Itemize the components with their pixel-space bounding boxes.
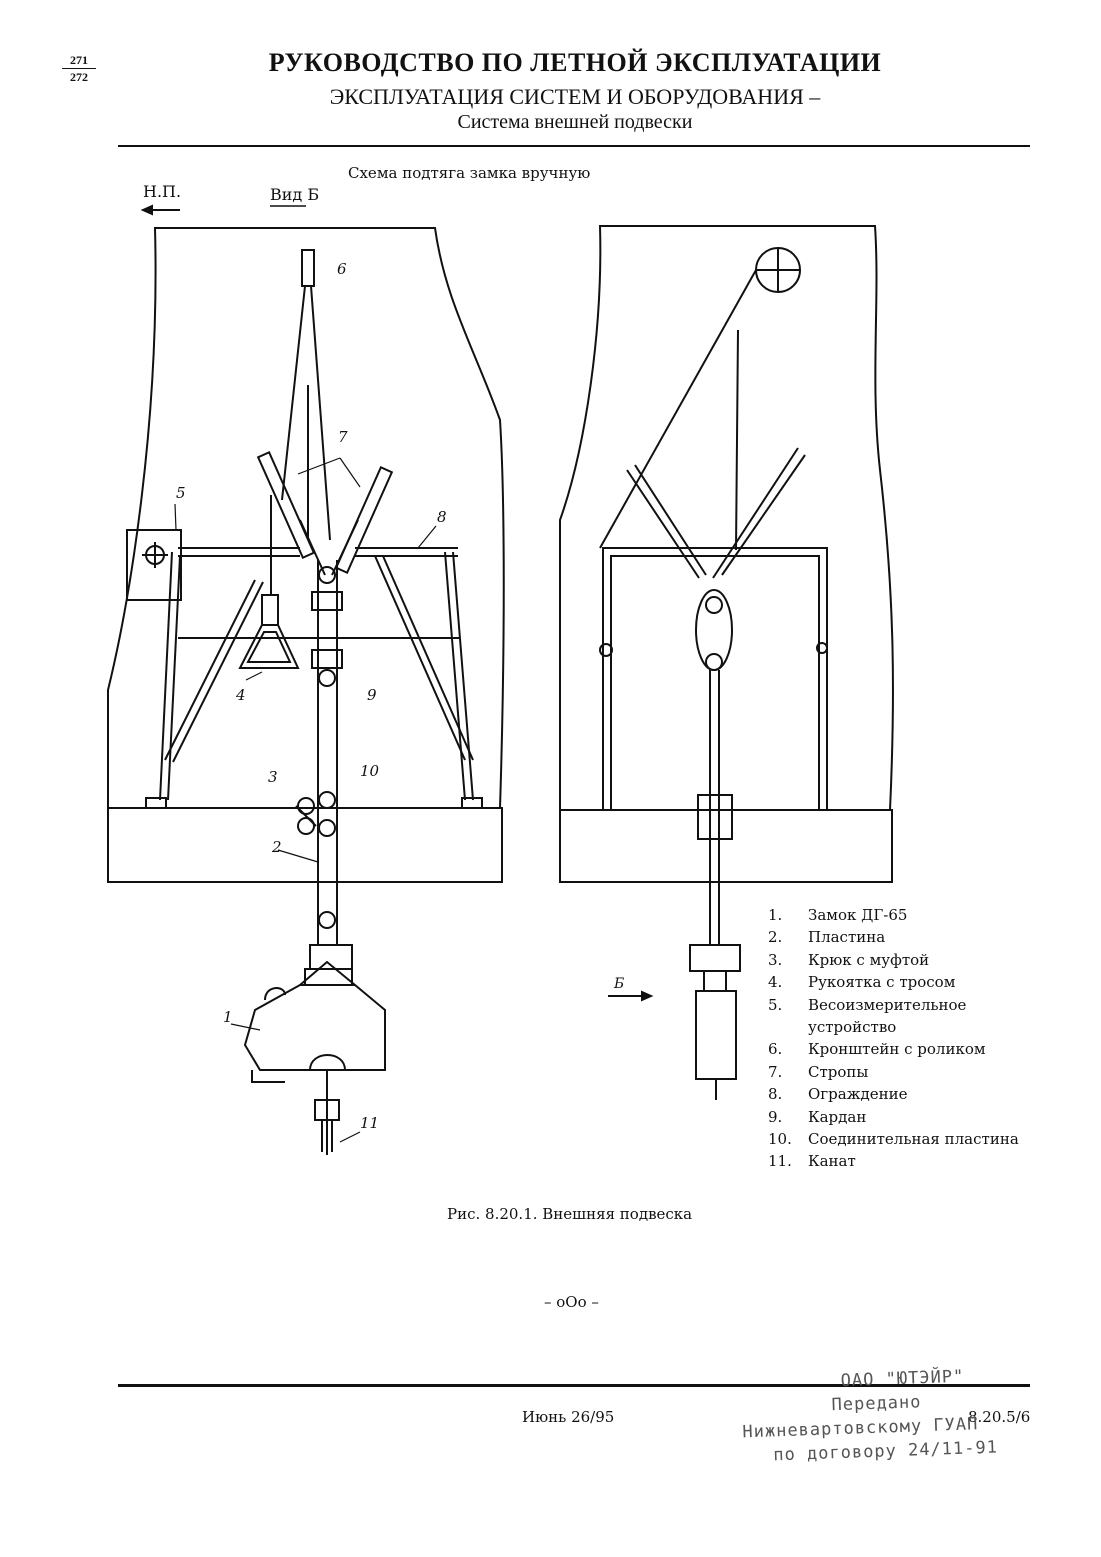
callout-3: 3: [268, 768, 278, 786]
figure-caption: Рис. 8.20.1. Внешняя подвеска: [447, 1205, 693, 1223]
legend-item: 10. Соединительная пластина: [768, 1128, 1019, 1150]
callout-7: 7: [338, 428, 348, 446]
legend-item: 3. Крюк с муфтой: [768, 949, 1019, 971]
right-floor: [559, 809, 893, 883]
legend-item: 7. Стропы: [768, 1061, 1019, 1083]
legend-number: 3.: [768, 950, 783, 969]
left-cabin-outline: [107, 227, 505, 809]
end-mark: – оОо –: [544, 1293, 599, 1311]
transfer-stamp: ОАО "ЮТЭЙР" Передано Нижневартовскому ГУ…: [740, 1364, 998, 1469]
legend-item: 1. Замок ДГ-65: [768, 904, 1019, 926]
legend-text: Весоизмерительное: [808, 995, 967, 1014]
legend-item: 4. Рукоятка с тросом: [768, 971, 1019, 993]
direction-label: Н.П.: [143, 182, 181, 201]
callout-11: 11: [360, 1114, 379, 1132]
legend-text: Рукоятка с тросом: [808, 973, 956, 992]
footer-page-code: 8.20.5/6: [968, 1408, 1031, 1426]
legend-number: 6.: [768, 1040, 783, 1059]
legend-text: Соединительная пластина: [808, 1130, 1019, 1149]
legend-number: 11.: [768, 1152, 792, 1171]
right-cabin-outline: [559, 225, 894, 811]
left-floor: [107, 807, 503, 883]
cardan: [318, 669, 336, 687]
legend-number: 4.: [768, 973, 783, 992]
callout-4: 4: [235, 686, 246, 704]
lock-dg65: [243, 984, 386, 1071]
callout-9: 9: [367, 686, 377, 704]
legend-number: 2.: [768, 928, 783, 947]
legend-item: 9. Кардан: [768, 1106, 1019, 1128]
callout-1: 1: [223, 1008, 233, 1026]
section-title: Система внешней подвески: [457, 111, 693, 133]
legend-text: Стропы: [808, 1062, 869, 1081]
document-title: РУКОВОДСТВО ПО ЛЕТНОЙ ЭКСПЛУАТАЦИИ: [268, 48, 882, 77]
footer-date: Июнь 26/95: [522, 1408, 615, 1426]
legend-item: 2. Пластина: [768, 926, 1019, 948]
legend-item: 8. Ограждение: [768, 1083, 1019, 1105]
callout-10: 10: [360, 762, 380, 780]
legend-item: 6. Кронштейн с роликом: [768, 1038, 1019, 1060]
legend-number: 1.: [768, 906, 783, 924]
page-number-bottom: 272: [70, 70, 88, 84]
legend-number: 8.: [768, 1085, 783, 1104]
legend-text: Канат: [808, 1152, 856, 1171]
legend-number: 9.: [768, 1107, 783, 1126]
legend-text: Ограждение: [808, 1085, 908, 1104]
legend-item: 11. Канат: [768, 1150, 1019, 1172]
weighing-device: [126, 529, 182, 601]
legend-number: [768, 1016, 808, 1038]
header-rule: [118, 145, 1030, 147]
page-number-top: 271: [62, 52, 96, 69]
view-label: Вид Б: [270, 185, 319, 204]
legend-number: 7.: [768, 1062, 783, 1081]
legend-text: Кардан: [808, 1107, 867, 1126]
legend-number: 5.: [768, 995, 783, 1014]
legend: 1. Замок ДГ-65 2. Пластина 3. Крюк с муфтой…: [768, 904, 1019, 1173]
legend-text: Кронштейн с роликом: [808, 1040, 986, 1059]
legend-item: устройство: [768, 1016, 1019, 1038]
legend-item: 5. Весоизмерительное: [768, 994, 1019, 1016]
callout-8: 8: [437, 508, 447, 526]
scheme-title: Схема подтяга замка вручную: [348, 164, 590, 182]
callout-2: 2: [271, 838, 282, 856]
legend-text: Крюк с муфтой: [808, 950, 930, 969]
footer-rule: [118, 1384, 1030, 1387]
page-number: 271 272: [62, 52, 96, 85]
view-arrow-label: Б: [613, 976, 624, 992]
callout-5: 5: [176, 484, 186, 502]
legend-text: устройство: [808, 1018, 897, 1037]
legend-text: Пластина: [808, 928, 886, 947]
document-subtitle: ЭКСПЛУАТАЦИЯ СИСТЕМ И ОБОРУДОВАНИЯ –: [329, 84, 821, 109]
legend-number: 10.: [768, 1130, 792, 1149]
legend-text: Замок ДГ-65: [808, 906, 908, 924]
callout-6: 6: [337, 260, 347, 278]
